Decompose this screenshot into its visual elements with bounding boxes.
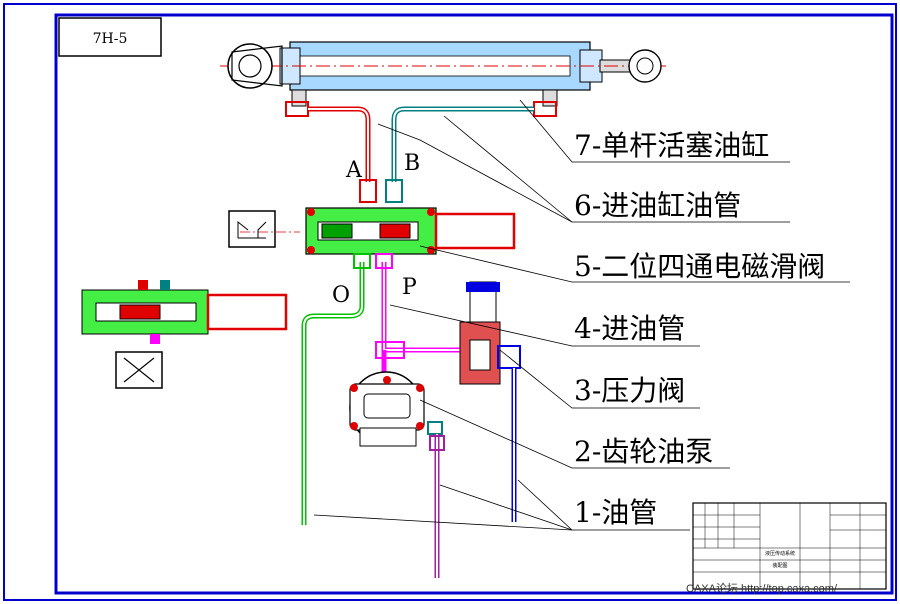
inner-frame [54,13,894,595]
callout-label: 1-油管 [574,496,657,529]
watermark: CAXA论坛 http://top.caxa.com/ [686,581,838,595]
cylinder-feed-pipes [285,101,557,203]
solenoid-valve [240,207,516,255]
pressure-valve [459,281,521,385]
callout-label: 7-单杆活塞油缸 [574,129,769,162]
callout-list: 7-单杆活塞油缸 6-进油缸油管 5-二位四通电磁滑阀 4-进油管 3-压力阀 … [574,129,825,529]
port-p-label: P [402,275,417,300]
valve-cross-symbol-box [115,351,163,389]
callout-label: 3-压力阀 [574,374,685,407]
valve-side-view [81,280,288,344]
callout-label: 5-二位四通电磁滑阀 [574,250,825,283]
callout-label: 2-齿轮油泵 [574,435,713,468]
callout-label: 4-进油管 [574,312,685,345]
callout-label: 6-进油缸油管 [574,189,741,222]
outer-frame [3,3,897,601]
pump-suction-pipe [429,434,445,578]
leader-lines [313,99,850,531]
valve-symbol-box [228,210,276,248]
return-pipe [301,253,371,525]
drawing-code-box: 7H-5 [58,17,162,57]
title-block: 液压传动系统 装配图 [692,502,887,590]
port-a-label: A [345,158,363,183]
title-block-subname: 装配图 [772,562,787,569]
port-b-label: B [404,151,420,176]
title-block-name: 液压传动系统 [765,550,795,557]
port-o-label: O [332,283,350,308]
hydraulic-cylinder [220,41,670,107]
drawing-code: 7H-5 [93,31,128,47]
gear-pump [349,371,443,447]
